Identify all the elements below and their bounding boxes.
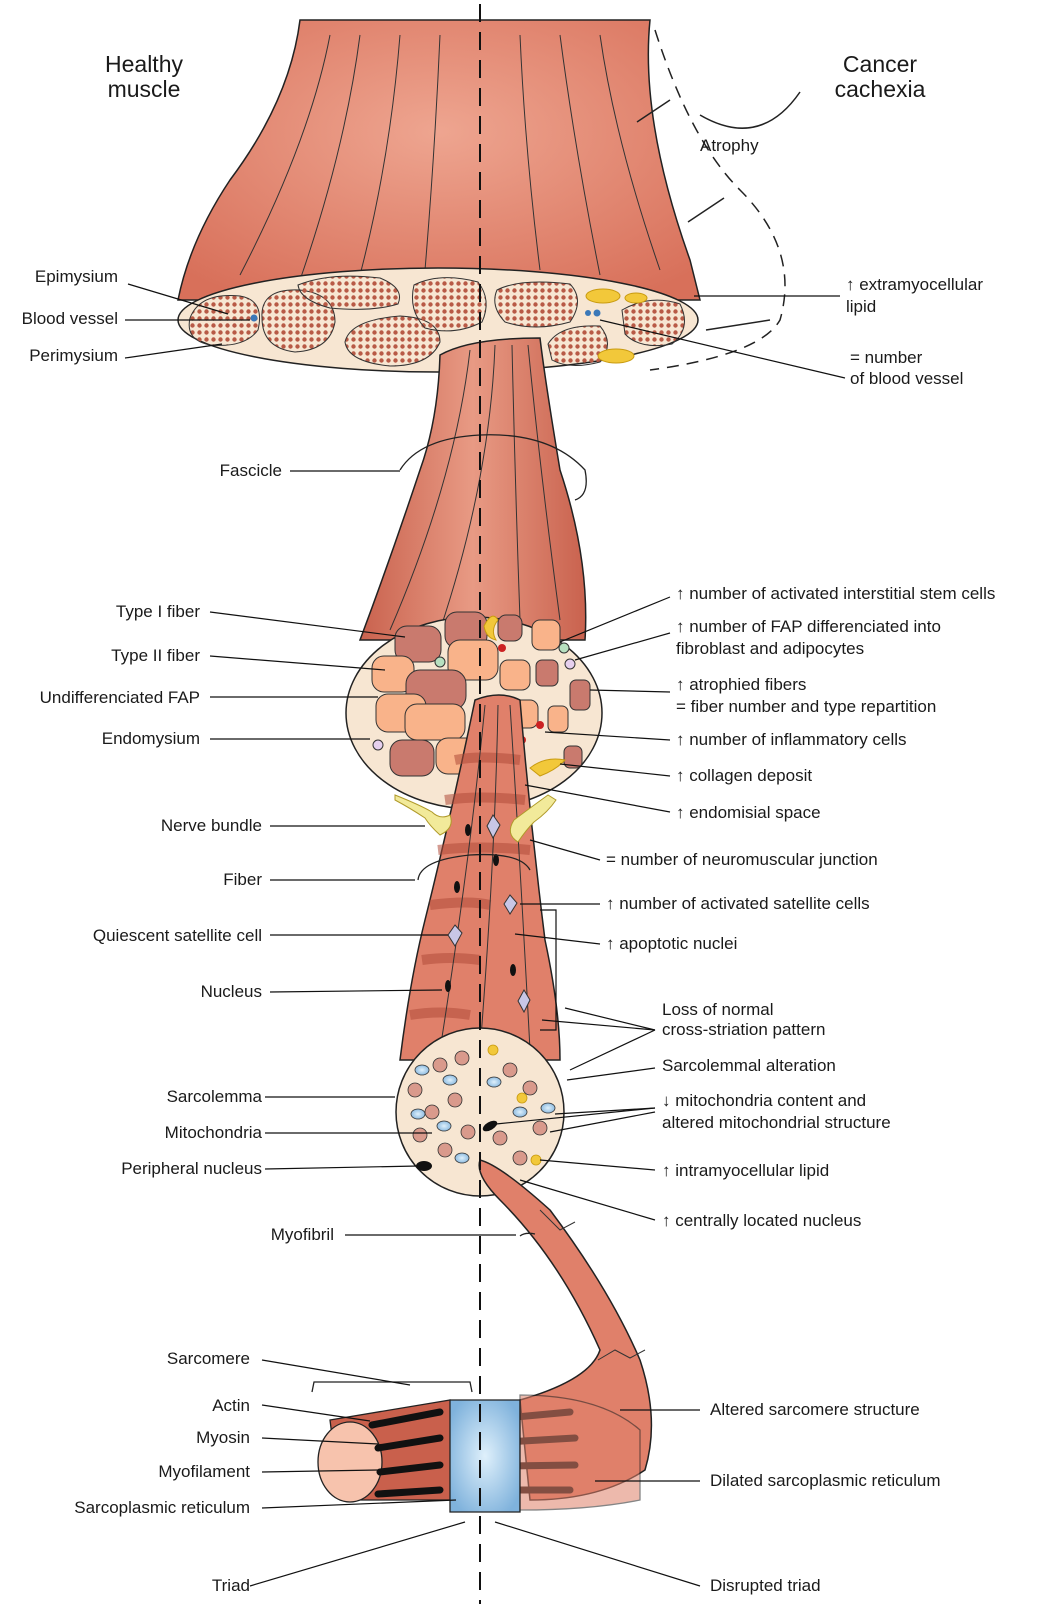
label-satellite-activated: ↑ number of activated satellite cells xyxy=(606,894,870,914)
label-peripheral-nucleus: Peripheral nucleus xyxy=(121,1159,262,1179)
label-fiber: Fiber xyxy=(223,870,262,890)
label-type1-fiber: Type I fiber xyxy=(116,602,200,622)
label-vessels-line1: = number xyxy=(850,348,922,368)
fascicle xyxy=(360,338,586,640)
healthy-title-line2: muscle xyxy=(84,77,204,102)
cancer-title-line1: Cancer xyxy=(820,52,940,77)
label-nerve-bundle: Nerve bundle xyxy=(161,816,262,836)
label-endomisial: ↑ endomisial space xyxy=(676,803,821,823)
label-myosin: Myosin xyxy=(196,1428,250,1448)
label-disrupted-triad: Disrupted triad xyxy=(710,1576,821,1596)
label-lipid-line1: ↑ extramyocellular xyxy=(846,275,983,295)
label-perimysium: Perimysium xyxy=(29,346,118,366)
label-sarcolemma: Sarcolemma xyxy=(167,1087,262,1107)
label-intramyocellular-lipid: ↑ intramyocellular lipid xyxy=(662,1161,829,1181)
label-sarcolemmal-alteration: Sarcolemmal alteration xyxy=(662,1056,836,1076)
label-undifferenciated-fap: Undifferenciated FAP xyxy=(40,688,200,708)
label-central-nucleus: ↑ centrally located nucleus xyxy=(662,1211,861,1231)
label-nucleus: Nucleus xyxy=(201,982,262,1002)
label-endomysium: Endomysium xyxy=(102,729,200,749)
label-fap-line1: ↑ number of FAP differenciated into xyxy=(676,617,941,637)
label-myofilament: Myofilament xyxy=(158,1462,250,1482)
label-epimysium: Epimysium xyxy=(35,267,118,287)
label-sarcoplasmic-reticulum: Sarcoplasmic reticulum xyxy=(74,1498,250,1518)
label-stem-cells: ↑ number of activated interstitial stem … xyxy=(676,584,995,604)
label-atrophied-line2: = fiber number and type repartition xyxy=(676,697,936,717)
label-dilated-sr: Dilated sarcoplasmic reticulum xyxy=(710,1471,941,1491)
label-type2-fiber: Type II fiber xyxy=(111,646,200,666)
cancer-title-line2: cachexia xyxy=(820,77,940,102)
label-altered-sarcomere: Altered sarcomere structure xyxy=(710,1400,920,1420)
label-myofibril: Myofibril xyxy=(271,1225,334,1245)
label-atrophied-line1: ↑ atrophied fibers xyxy=(676,675,806,695)
label-fap-line2: fibroblast and adipocytes xyxy=(676,639,864,659)
label-fascicle: Fascicle xyxy=(220,461,282,481)
label-atrophy: Atrophy xyxy=(700,136,759,156)
cancer-title: Cancer cachexia xyxy=(820,52,940,102)
healthy-title-line1: Healthy xyxy=(84,52,204,77)
label-mito-line2: altered mitochondrial structure xyxy=(662,1113,891,1133)
label-triad: Triad xyxy=(212,1576,250,1596)
label-apoptotic: ↑ apoptotic nuclei xyxy=(606,934,737,954)
label-lipid-line2: lipid xyxy=(846,297,876,317)
label-mito-line1: ↓ mitochondria content and xyxy=(662,1091,866,1111)
label-vessels-line2: of blood vessel xyxy=(850,369,963,389)
label-loss-line2: cross-striation pattern xyxy=(662,1020,825,1040)
healthy-title: Healthy muscle xyxy=(84,52,204,102)
label-collagen: ↑ collagen deposit xyxy=(676,766,812,786)
label-loss-line1: Loss of normal xyxy=(662,1000,774,1020)
label-inflammatory: ↑ number of inflammatory cells xyxy=(676,730,907,750)
label-actin: Actin xyxy=(212,1396,250,1416)
label-blood-vessel: Blood vessel xyxy=(22,309,118,329)
label-mitochondria: Mitochondria xyxy=(165,1123,262,1143)
blood-vessel xyxy=(251,315,258,322)
label-nmj: = number of neuromuscular junction xyxy=(606,850,878,870)
label-sarcomere: Sarcomere xyxy=(167,1349,250,1369)
label-quiescent-satellite-cell: Quiescent satellite cell xyxy=(93,926,262,946)
